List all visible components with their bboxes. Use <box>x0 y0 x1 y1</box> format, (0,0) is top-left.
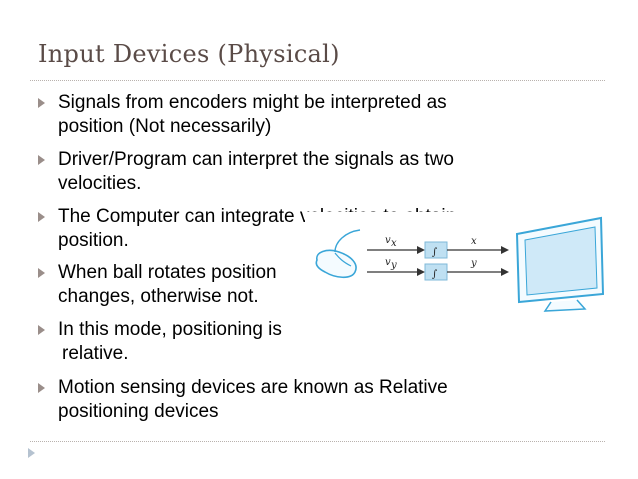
bullet-3-line-2: position. <box>58 230 129 251</box>
bullet-marker-icon <box>38 268 45 278</box>
title-divider <box>30 80 605 81</box>
bullet-2-line-2: velocities. <box>58 173 142 194</box>
bullet-6-line-2: positioning devices <box>58 401 219 422</box>
integral-2-symbol: ∫ <box>432 269 437 280</box>
bullet-4-line-2: changes, otherwise not. <box>58 286 259 307</box>
figure-drawing: v x v y ∫ ∫ x y <box>315 216 605 312</box>
bullet-2-line-1: Driver/Program can interpret the signals… <box>58 149 454 170</box>
bullet-1-line-2: position (Not necessarily) <box>58 116 272 137</box>
bullet-6-line-1: Motion sensing devices are known as Rela… <box>58 377 448 398</box>
bullet-marker-icon <box>38 212 45 222</box>
footer-divider <box>30 441 605 442</box>
position-arrows: x y <box>447 236 509 276</box>
bullet-4-line-1: When ball rotates position <box>58 262 277 283</box>
velocity-arrows: v x v y <box>367 235 425 276</box>
vy-label: v <box>385 257 391 268</box>
y-output-label: y <box>470 258 477 269</box>
bullet-5-line-2: relative. <box>62 343 129 364</box>
vy-subscript: y <box>390 260 397 271</box>
bullet-marker-icon <box>38 325 45 335</box>
mouse-icon <box>315 229 361 279</box>
slide-title: Input Devices (Physical) <box>38 40 340 68</box>
bullet-1-line-1: Signals from encoders might be interpret… <box>58 92 447 113</box>
mouse-integration-figure: v x v y ∫ ∫ x y <box>305 212 607 314</box>
footer-triangle-icon <box>28 448 35 458</box>
vx-label: v <box>385 235 391 246</box>
bullet-5-line-1: In this mode, positioning is <box>58 319 282 340</box>
integrator-blocks: ∫ ∫ <box>424 241 448 281</box>
monitor-icon <box>515 216 605 312</box>
bullet-marker-icon <box>38 383 45 393</box>
x-output-label: x <box>471 236 477 247</box>
bullet-marker-icon <box>38 155 45 165</box>
vx-subscript: x <box>391 238 397 249</box>
bullet-marker-icon <box>38 98 45 108</box>
integral-1-symbol: ∫ <box>432 247 437 258</box>
